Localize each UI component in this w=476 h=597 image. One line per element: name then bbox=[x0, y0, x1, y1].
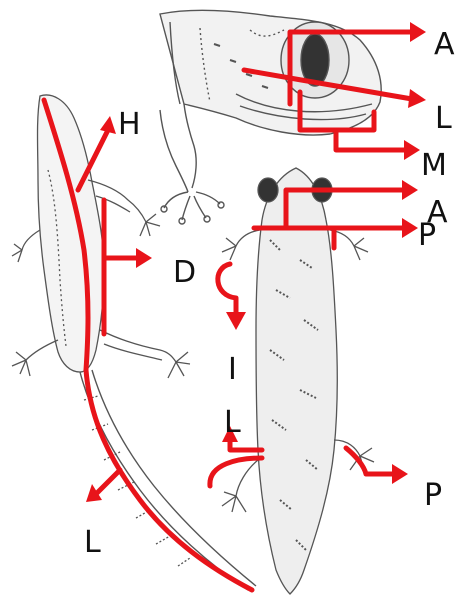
label-i1: I bbox=[228, 355, 237, 385]
label-d: D bbox=[173, 258, 196, 288]
label-l2: L bbox=[224, 408, 241, 438]
gecko-dorsal-illustration bbox=[222, 168, 374, 594]
label-l1: L bbox=[435, 104, 452, 134]
label-a1: A bbox=[434, 30, 455, 60]
arrow-i1 bbox=[218, 264, 236, 314]
label-m: M bbox=[421, 151, 447, 181]
arrow-p2 bbox=[346, 448, 392, 474]
arrow-l3 bbox=[96, 470, 120, 494]
gecko-ventral-illustration bbox=[12, 95, 256, 590]
label-l3: L bbox=[84, 528, 101, 558]
line-hind-left bbox=[210, 458, 262, 486]
label-p1: P bbox=[418, 221, 436, 251]
label-h: H bbox=[118, 110, 141, 140]
bracket-d bbox=[104, 200, 138, 334]
label-p2: P bbox=[424, 481, 442, 511]
